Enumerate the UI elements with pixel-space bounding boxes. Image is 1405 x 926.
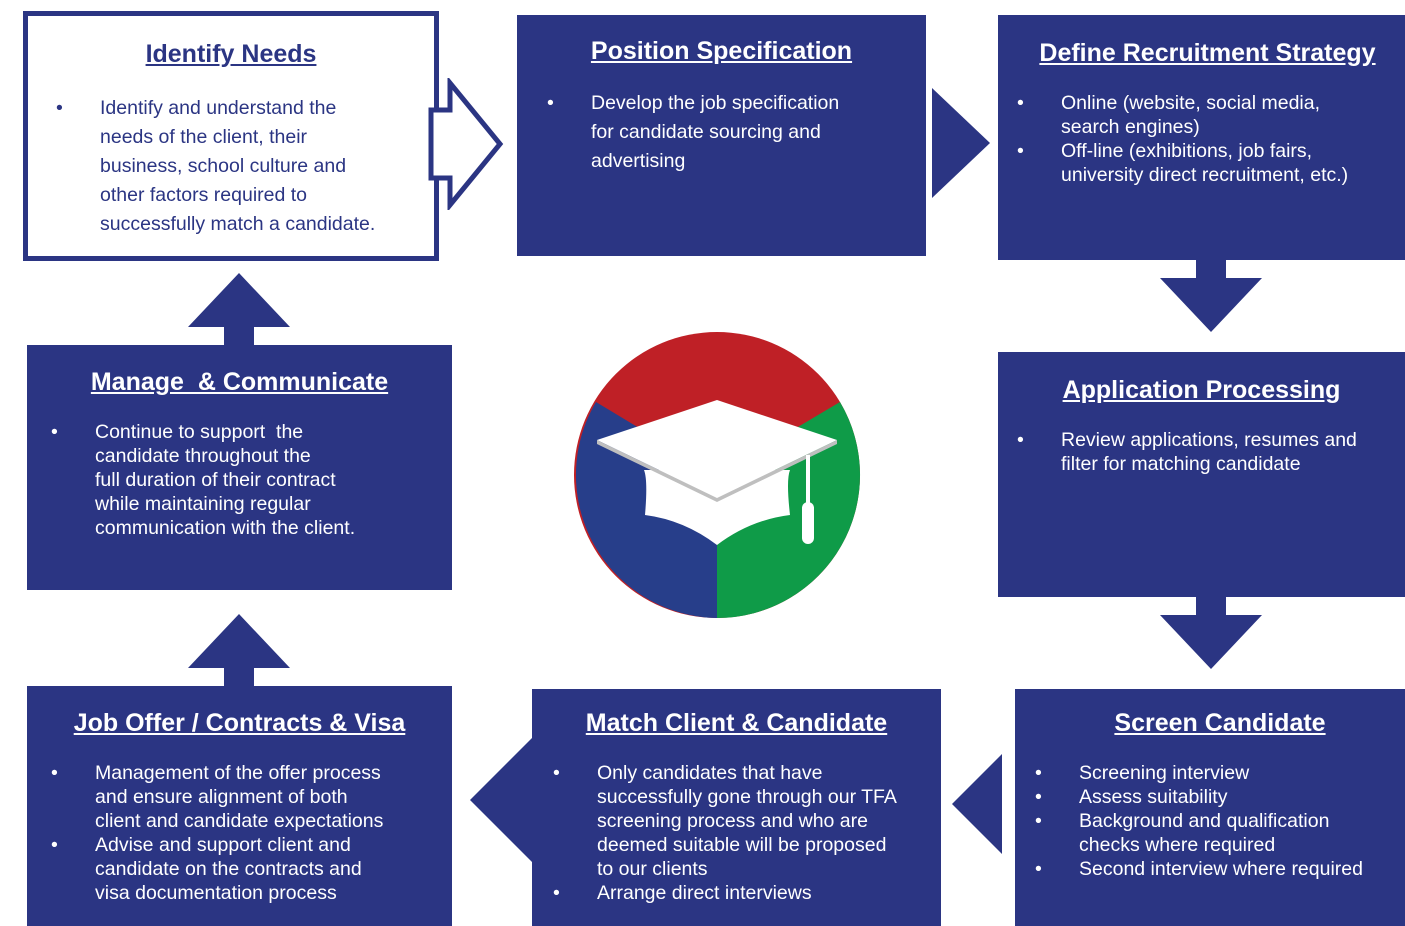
bullet-line: successfully gone through our TFA bbox=[597, 786, 897, 808]
bullet-line: to our clients bbox=[597, 858, 708, 880]
bullet-line: deemed suitable will be proposed bbox=[597, 834, 887, 856]
bullet-line: visa documentation process bbox=[95, 882, 337, 904]
step-screen-candidate: Screen Candidate Screening interview Ass… bbox=[1015, 689, 1405, 926]
bullet-item: Continue to support the bbox=[51, 420, 355, 444]
bullet-line: while maintaining regular bbox=[95, 493, 311, 515]
bullet-item: Assess suitability bbox=[1035, 785, 1363, 809]
step-application-processing: Application Processing Review applicatio… bbox=[998, 352, 1405, 597]
step-identify-needs: Identify Needs Identify and understand t… bbox=[23, 11, 439, 261]
step-title: Application Processing bbox=[1062, 376, 1341, 404]
step-title: Manage & Communicate bbox=[90, 368, 389, 396]
step-bullets: Develop the job specification for candid… bbox=[547, 89, 839, 176]
step-bullets: Screening interview Assess suitability B… bbox=[1035, 761, 1363, 881]
bullet-line: search engines) bbox=[1061, 116, 1200, 138]
step-bullets: Review applications, resumes and filter … bbox=[1017, 428, 1357, 476]
step-title: Define Recruitment Strategy bbox=[1039, 39, 1376, 67]
bullet-line: other factors required to bbox=[100, 184, 308, 206]
bullet-line: checks where required bbox=[1079, 834, 1276, 856]
bullet-line: business, school culture and bbox=[100, 155, 347, 177]
bullet-item: Off-line (exhibitions, job fairs, bbox=[1017, 139, 1348, 163]
bullet-item: Second interview where required bbox=[1035, 857, 1363, 881]
arrow-down-icon bbox=[1160, 597, 1262, 669]
arrow-right-outline-icon bbox=[428, 78, 504, 210]
bullet-item: Develop the job specification bbox=[547, 89, 839, 118]
bullet-line: advertising bbox=[591, 150, 686, 172]
step-match-client-candidate: Match Client & Candidate Only candidates… bbox=[532, 689, 941, 926]
step-title: Position Specification bbox=[590, 37, 853, 65]
bullet-line: full duration of their contract bbox=[95, 469, 336, 491]
graduation-cap-icon bbox=[597, 400, 837, 545]
bullet-line: and ensure alignment of both bbox=[95, 786, 348, 808]
step-title: Match Client & Candidate bbox=[585, 709, 888, 737]
bullet-line: needs of the client, their bbox=[100, 126, 308, 148]
bullet-line: filter for matching candidate bbox=[1061, 453, 1301, 475]
step-bullets: Only candidates that have successfully g… bbox=[553, 761, 897, 905]
arrow-up-icon bbox=[188, 273, 290, 345]
bullet-item: Only candidates that have bbox=[553, 761, 897, 785]
bullet-line: communication with the client. bbox=[95, 517, 356, 539]
bullet-line: candidate on the contracts and bbox=[95, 858, 362, 880]
arrow-left-icon bbox=[470, 738, 532, 862]
bullet-line: for candidate sourcing and bbox=[591, 121, 821, 143]
bullet-line: university direct recruitment, etc.) bbox=[1061, 164, 1349, 186]
graduation-cap-logo bbox=[574, 332, 861, 618]
bullet-item: Management of the offer process bbox=[51, 761, 383, 785]
step-title: Identify Needs bbox=[145, 40, 317, 68]
bullet-line: candidate throughout the bbox=[95, 445, 311, 467]
arrow-left-icon bbox=[952, 754, 1002, 854]
step-position-specification: Position Specification Develop the job s… bbox=[517, 15, 926, 256]
arrow-right-icon bbox=[932, 88, 990, 198]
bullet-item: Online (website, social media, bbox=[1017, 91, 1348, 115]
bullet-item: Background and qualification bbox=[1035, 809, 1363, 833]
step-manage-communicate: Manage & Communicate Continue to support… bbox=[27, 345, 452, 590]
bullet-item: Identify and understand the bbox=[56, 94, 375, 123]
step-title: Job Offer / Contracts & Visa bbox=[73, 709, 406, 737]
bullet-item: Review applications, resumes and bbox=[1017, 428, 1357, 452]
bullet-item: Advise and support client and bbox=[51, 833, 383, 857]
bullet-line: successfully match a candidate. bbox=[100, 213, 376, 235]
step-bullets: Management of the offer process and ensu… bbox=[51, 761, 384, 905]
arrow-up-icon bbox=[188, 614, 290, 686]
step-define-recruitment-strategy: Define Recruitment Strategy Online (webs… bbox=[998, 15, 1405, 260]
bullet-line: client and candidate expectations bbox=[95, 810, 384, 832]
step-bullets: Continue to support the candidate throug… bbox=[51, 420, 356, 540]
arrow-down-icon bbox=[1160, 260, 1262, 332]
step-job-offer-contracts-visa: Job Offer / Contracts & Visa Management … bbox=[27, 686, 452, 926]
step-bullets: Identify and understand the needs of the… bbox=[56, 94, 376, 239]
bullet-line: screening process and who are bbox=[597, 810, 868, 832]
step-bullets: Online (website, social media, search en… bbox=[1017, 91, 1349, 187]
bullet-item: Screening interview bbox=[1035, 761, 1363, 785]
step-title: Screen Candidate bbox=[1114, 709, 1326, 737]
bullet-item: Arrange direct interviews bbox=[553, 881, 897, 905]
